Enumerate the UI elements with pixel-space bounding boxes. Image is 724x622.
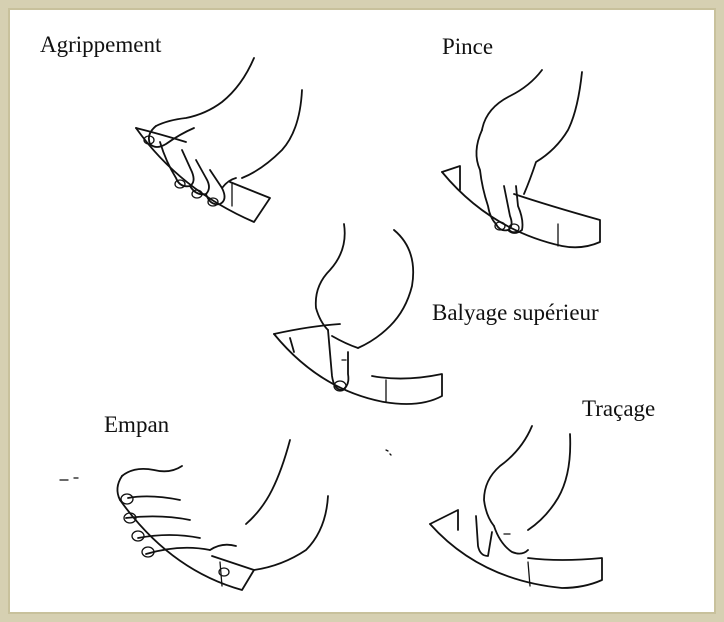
tracage-drawing	[430, 426, 602, 588]
label-tracage: Traçage	[582, 396, 655, 422]
balayage-drawing	[274, 224, 442, 404]
empan-drawing	[60, 440, 328, 590]
agrippement-drawing	[136, 58, 302, 222]
pince-drawing	[442, 70, 600, 247]
hands-illustration	[10, 10, 714, 612]
label-pince: Pince	[442, 34, 493, 60]
figure-frame: Agrippement Pince Balyage supérieur Empa…	[8, 8, 716, 614]
label-agrippement: Agrippement	[40, 32, 161, 58]
label-empan: Empan	[104, 412, 169, 438]
label-balayage-superieur: Balyage supérieur	[432, 300, 599, 326]
